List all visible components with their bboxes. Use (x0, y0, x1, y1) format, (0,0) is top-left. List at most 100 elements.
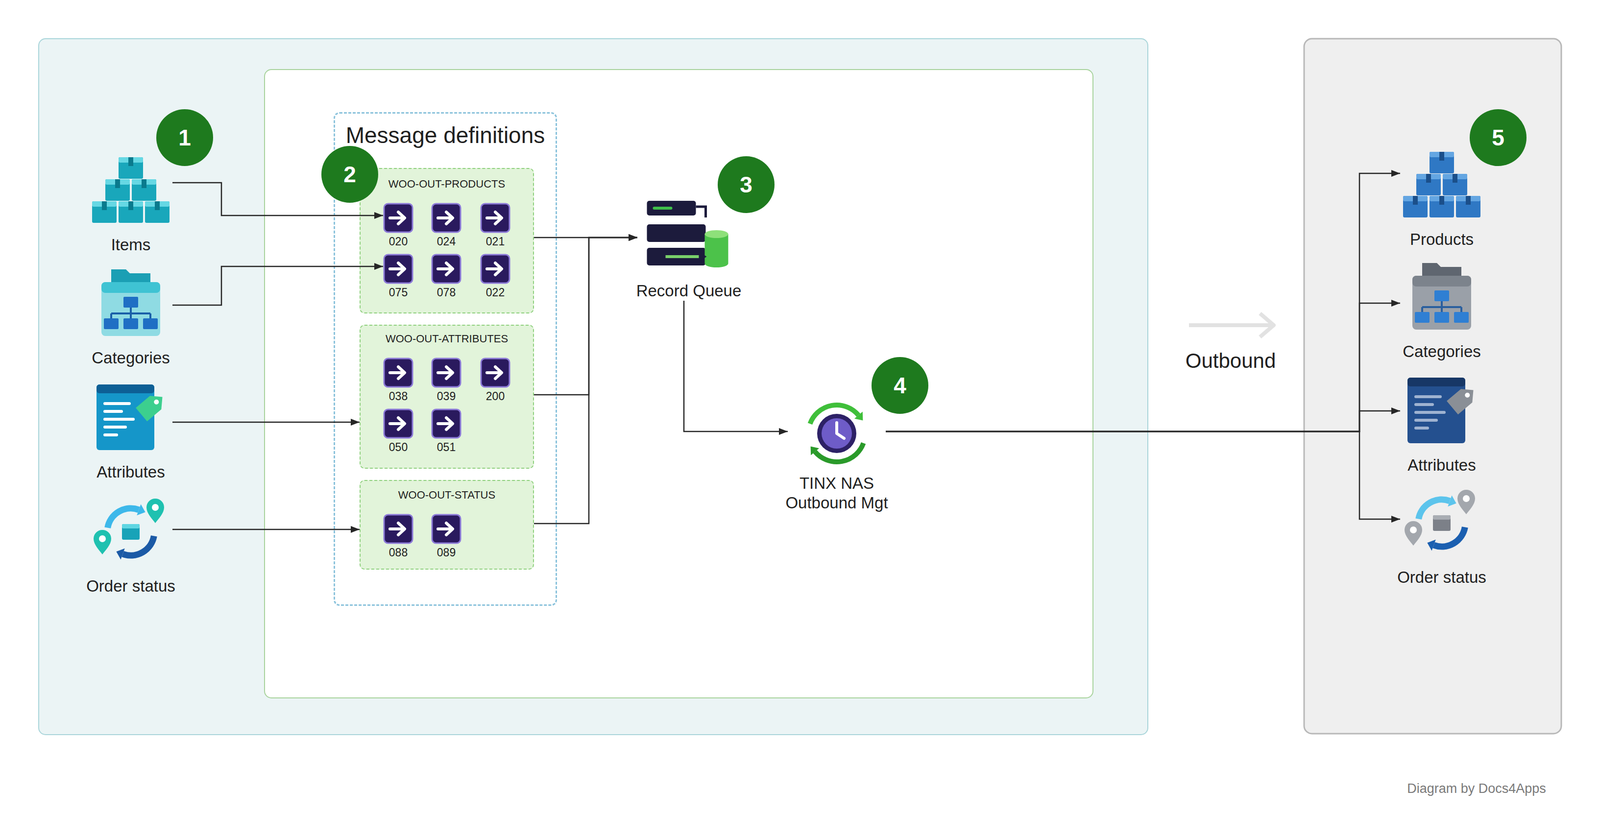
connector-arrow (533, 237, 638, 524)
icon-node: Items (89, 155, 173, 255)
icon-node: Order status (1400, 487, 1484, 588)
message-symbol (431, 408, 462, 439)
target-panel (1304, 38, 1562, 734)
icon-graphic (101, 269, 161, 337)
node-icon (1400, 375, 1484, 445)
message-code: 039 (424, 389, 469, 404)
icon-graphic (1407, 377, 1479, 444)
message-group-box: WOO-OUT-STATUS088089 (359, 480, 534, 570)
message-code: 050 (376, 440, 421, 455)
icon-graphic (96, 384, 169, 451)
icon-graphic (432, 254, 461, 284)
callout-number: 5 (1491, 124, 1505, 151)
icon-graphic (1412, 263, 1472, 330)
icon-graphic (481, 254, 510, 284)
message-code: 021 (473, 234, 518, 249)
node-label: Attributes (67, 462, 195, 483)
connector-arrow (885, 431, 1401, 520)
connector-arrow (172, 421, 360, 424)
message-code: 088 (376, 545, 421, 560)
callout-circle (1469, 109, 1527, 167)
node-label: Order status (67, 576, 195, 597)
icon-graphic (384, 254, 413, 284)
message-symbol (480, 357, 511, 388)
message-code: 075 (376, 285, 421, 300)
callout-circle (717, 156, 775, 214)
icon-node: TINX NAS Outbound Mgt (787, 394, 886, 513)
icon-graphic (432, 203, 461, 233)
icon-node: Record Queue (637, 199, 741, 301)
icon-graphic (384, 514, 413, 544)
connector-arrow (885, 173, 1401, 432)
callout-number: 3 (739, 171, 753, 198)
node-icon (89, 268, 173, 338)
message-symbol (431, 202, 462, 234)
message-symbol (383, 253, 414, 285)
message-node: 050 (383, 408, 414, 455)
icon-node: Categories (1400, 262, 1484, 362)
icon-node: Products (1400, 149, 1484, 250)
icon-graphic (1404, 489, 1476, 551)
message-node: 088 (383, 513, 414, 560)
node-icon (637, 199, 741, 274)
group-title: WOO-OUT-STATUS (360, 481, 534, 503)
message-symbol (383, 357, 414, 388)
icon-graphic (810, 405, 864, 462)
connector-arrow (533, 237, 638, 239)
connector-arrow (885, 303, 1401, 432)
message-symbol (480, 253, 511, 285)
message-node: 038 (383, 357, 414, 404)
node-icon (89, 496, 173, 566)
message-symbol (431, 513, 462, 545)
connector-group (172, 173, 1401, 530)
node-label: Items (67, 235, 195, 255)
message-code: 200 (473, 389, 518, 404)
message-symbol (383, 202, 414, 234)
node-icon (1400, 487, 1484, 557)
callout-number: 1 (178, 124, 192, 151)
connector-arrow (885, 411, 1401, 432)
message-code: 078 (424, 285, 469, 300)
icon-graphic (432, 514, 461, 544)
icon-graphic (92, 157, 170, 223)
icon-node: Order status (89, 496, 173, 597)
message-symbol (383, 513, 414, 545)
node-icon (89, 155, 173, 224)
icon-graphic (481, 358, 510, 388)
definitions-title: Message definitions (335, 113, 556, 148)
node-icon (89, 382, 173, 452)
node-icon (787, 394, 886, 473)
group-title: WOO-OUT-ATTRIBUTES (360, 325, 534, 346)
icon-graphic (1403, 151, 1481, 218)
icon-graphic (432, 409, 461, 438)
connector-arrow (172, 182, 384, 216)
callout-circle (321, 145, 379, 203)
icon-node: Attributes (1400, 375, 1484, 476)
node-label: Categories (67, 348, 195, 368)
icon-node: Attributes (89, 382, 173, 483)
icon-graphic (384, 203, 413, 233)
icon-graphic (384, 358, 413, 388)
direction-label: Outbound (1185, 349, 1277, 373)
connector-arrow (172, 266, 384, 306)
message-node: 078 (431, 253, 462, 300)
node-label: Categories (1378, 341, 1506, 362)
group-title: WOO-OUT-PRODUCTS (360, 169, 534, 192)
message-node: 200 (480, 357, 511, 404)
message-node: 075 (383, 253, 414, 300)
message-node: 089 (431, 513, 462, 560)
message-code: 089 (424, 545, 469, 560)
definitions-box: Message definitionsWOO-OUT-PRODUCTS02002… (333, 112, 558, 607)
message-group-box: WOO-OUT-ATTRIBUTES038039200050051 (359, 324, 534, 469)
message-code: 022 (473, 285, 518, 300)
node-label: TINX NAS Outbound Mgt (777, 473, 896, 513)
outbound-arrow (1188, 323, 1272, 328)
message-group-box: WOO-OUT-PRODUCTS020024021075078022 (359, 168, 534, 314)
message-node: 024 (431, 202, 462, 249)
connector-arrow (533, 237, 638, 395)
node-label: Record Queue (625, 281, 753, 301)
message-code: 051 (424, 440, 469, 455)
